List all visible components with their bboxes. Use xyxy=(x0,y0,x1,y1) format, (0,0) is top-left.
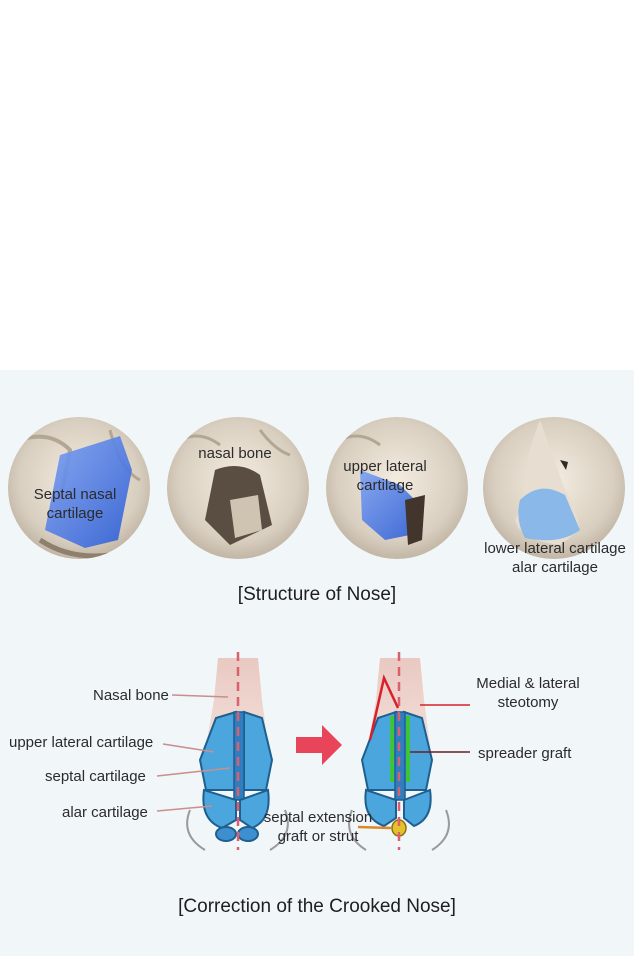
upper-lateral-line1: upper lateral xyxy=(343,458,427,475)
nose-diagram-after xyxy=(348,652,470,851)
lower-lateral-line1: lower lateral cartilage xyxy=(484,540,626,557)
alar-callout: alar cartilage xyxy=(62,804,148,821)
osteotomy-line1: Medial & lateral xyxy=(476,675,580,692)
lower-lateral-line2: alar cartilage xyxy=(512,559,598,576)
lower-lateral-label: lower lateral cartilage alar cartilage xyxy=(475,539,634,577)
nasal-bone-image xyxy=(167,417,309,559)
septal-callout: septal cartilage xyxy=(45,768,146,785)
upper-lateral-line2: cartilage xyxy=(356,477,414,494)
arrow-icon xyxy=(296,725,342,765)
blank-top-area xyxy=(0,0,634,370)
nasal-bone-label: nasal bone xyxy=(198,445,272,462)
osteotomy-callout: Medial & lateral steotomy xyxy=(462,674,594,712)
osteotomy-line2: steotomy xyxy=(497,694,559,711)
extension-line2: graft or strut xyxy=(277,828,359,845)
upper-lateral-callout: upper lateral cartilage xyxy=(9,734,154,751)
nose-diagram-before xyxy=(156,652,289,851)
upper-lateral-label: upper lateral cartilage xyxy=(330,457,440,495)
extension-line1: septal extension xyxy=(263,809,373,826)
correction-title: [Correction of the Crooked Nose] xyxy=(178,896,456,917)
septal-cartilage-image xyxy=(8,417,150,559)
septal-cartilage-label: Septal nasal cartilage xyxy=(20,485,130,523)
upper-lateral-cartilage-image xyxy=(326,417,468,559)
nasal-bone-callout: Nasal bone xyxy=(93,687,169,704)
lower-lateral-cartilage-image xyxy=(483,417,625,559)
spreader-graft-callout: spreader graft xyxy=(478,745,572,762)
septal-extension-callout: septal extension graft or strut xyxy=(254,808,382,846)
structure-title: [Structure of Nose] xyxy=(237,584,397,605)
septal-label-line1: Septal nasal xyxy=(33,486,117,503)
septal-label-line2: cartilage xyxy=(46,505,104,522)
